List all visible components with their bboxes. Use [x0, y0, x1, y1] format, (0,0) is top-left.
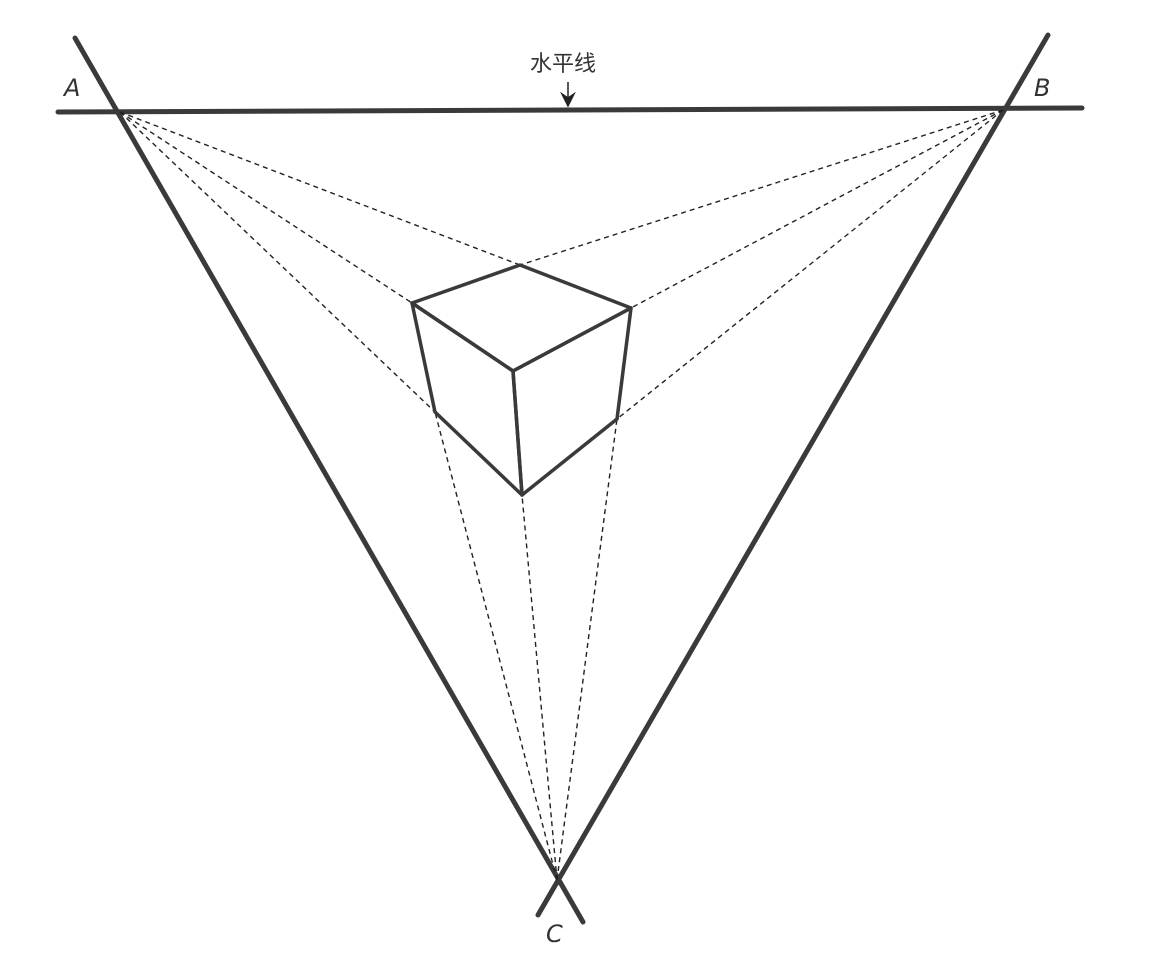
cube-right-face	[511, 306, 633, 497]
label-c: C	[546, 920, 563, 948]
label-b: B	[1034, 74, 1051, 102]
cube	[410, 263, 633, 497]
guide-a-left	[119, 111, 413, 304]
guide-b-right	[630, 109, 1004, 309]
horizon-line	[55, 105, 1085, 115]
cube-left-face	[410, 301, 524, 497]
guide-c-bottom	[521, 494, 558, 881]
horizon-label: 水平线	[530, 52, 597, 77]
guide-c-right-bottom	[556, 418, 618, 881]
guide-a-left-bottom	[119, 111, 436, 413]
label-a: A	[64, 74, 81, 102]
horizon-arrow-icon	[560, 82, 576, 108]
guide-b-top	[519, 109, 1004, 266]
cube-top-face	[410, 263, 633, 373]
guide-b-right-bottom	[616, 109, 1004, 420]
perspective-line-b-c	[535, 32, 1051, 918]
perspective-line-a-c	[72, 35, 586, 925]
